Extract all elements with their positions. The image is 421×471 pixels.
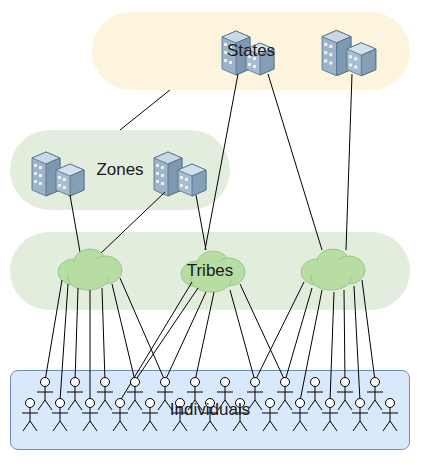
connector-line (120, 90, 170, 130)
band-label: States (227, 41, 275, 61)
band-label: Tribes (187, 261, 234, 281)
band-label: Zones (96, 160, 143, 180)
band-label: Individuals (170, 400, 250, 420)
